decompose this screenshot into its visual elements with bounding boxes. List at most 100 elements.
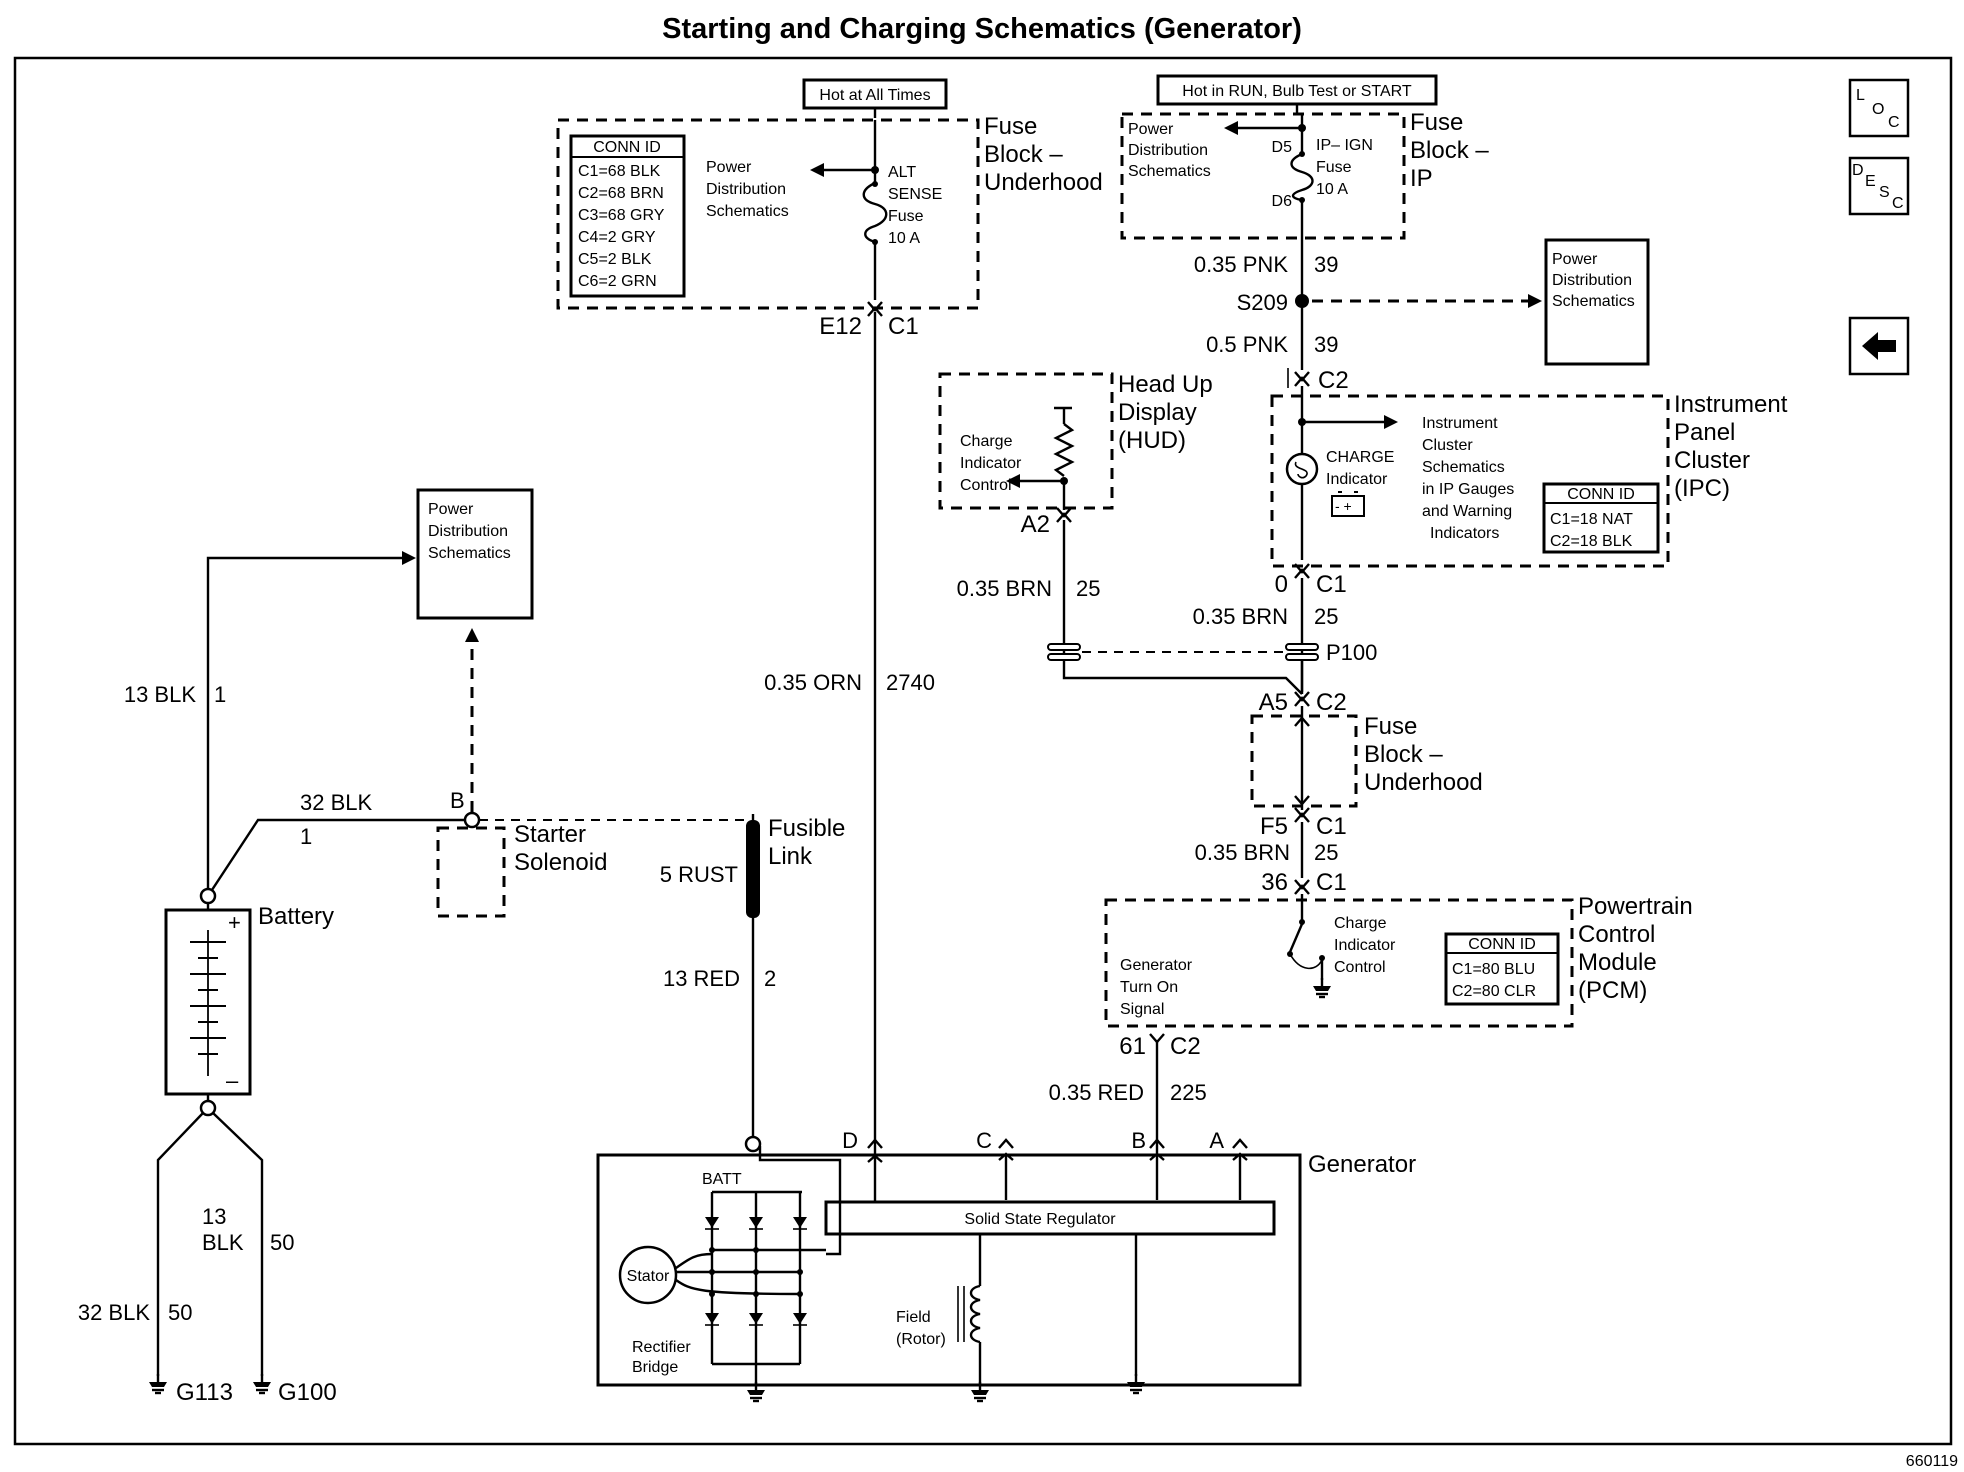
svg-text:C6=2 GRN: C6=2 GRN bbox=[578, 273, 657, 290]
battery-body: + – bbox=[164, 908, 252, 1096]
svg-text:D: D bbox=[1852, 162, 1864, 179]
svg-text:5 RUST: 5 RUST bbox=[660, 862, 738, 887]
head-up-display bbox=[938, 372, 1114, 510]
diagram-frame bbox=[13, 56, 1953, 1446]
loc-icon[interactable]: L O C bbox=[1848, 78, 1910, 138]
back-arrow-icon[interactable] bbox=[1848, 316, 1910, 376]
starter-solenoid bbox=[436, 826, 506, 918]
desc-icon[interactable]: D E S C bbox=[1848, 156, 1910, 216]
svg-text:C1=80 BLU: C1=80 BLU bbox=[1452, 961, 1535, 978]
svg-text:A2: A2 bbox=[1021, 511, 1050, 538]
svg-text:Fuse: Fuse bbox=[888, 208, 924, 225]
page-title: Starting and Charging Schematics (Genera… bbox=[662, 13, 1302, 45]
svg-text:Fuse: Fuse bbox=[1316, 159, 1352, 176]
svg-text:225: 225 bbox=[1170, 1080, 1207, 1105]
svg-text:Power: Power bbox=[1552, 251, 1598, 268]
svg-text:Solenoid: Solenoid bbox=[514, 849, 607, 876]
svg-text:Stator: Stator bbox=[627, 1268, 670, 1285]
svg-text:CONN ID: CONN ID bbox=[593, 139, 661, 156]
ipc-ref-text: Instrument Cluster Schematics in IP Gaug… bbox=[1422, 415, 1514, 542]
svg-text:Rectifier: Rectifier bbox=[632, 1339, 691, 1356]
ground-g100-icon bbox=[251, 1372, 273, 1395]
pin-c1-underhood: C1 bbox=[888, 313, 919, 340]
pds-box-battery: Power Distribution Schematics bbox=[416, 488, 534, 620]
svg-text:C: C bbox=[1888, 114, 1900, 131]
svg-text:B: B bbox=[450, 788, 465, 813]
svg-text:32 BLK: 32 BLK bbox=[300, 790, 372, 815]
p100-connector bbox=[1047, 643, 1319, 661]
ipc-name: Instrument Panel Cluster (IPC) bbox=[1674, 391, 1788, 502]
svg-text:Cluster: Cluster bbox=[1422, 437, 1473, 454]
field-rotor-icon bbox=[957, 1234, 982, 1384]
svg-text:Schematics: Schematics bbox=[1128, 163, 1211, 180]
svg-text:(PCM): (PCM) bbox=[1578, 977, 1647, 1004]
svg-text:D5: D5 bbox=[1272, 139, 1293, 156]
svg-text:Control: Control bbox=[960, 477, 1012, 494]
svg-text:50: 50 bbox=[270, 1230, 294, 1255]
svg-text:0.35 RED: 0.35 RED bbox=[1049, 1080, 1144, 1105]
hud-control-label: Charge Indicator Control bbox=[960, 433, 1022, 494]
fuse-block-underhood-name: Fuse Block – Underhood bbox=[984, 113, 1103, 196]
charge-indicator-bulb-icon bbox=[1285, 452, 1319, 486]
svg-text:Schematics: Schematics bbox=[706, 203, 789, 220]
svg-text:Signal: Signal bbox=[1120, 1001, 1164, 1018]
terminal-c: C bbox=[976, 1128, 1014, 1200]
ground-regulator-icon bbox=[1125, 1372, 1147, 1395]
svg-text:(Rotor): (Rotor) bbox=[896, 1331, 946, 1348]
svg-text:Schematics: Schematics bbox=[1552, 293, 1635, 310]
rectifier-bridge bbox=[704, 1190, 826, 1366]
svg-text:Turn On: Turn On bbox=[1120, 979, 1178, 996]
svg-text:Distribution: Distribution bbox=[1128, 142, 1208, 159]
pcm-signal-label: Generator Turn On Signal bbox=[1120, 957, 1193, 1018]
svg-text:C2=80 CLR: C2=80 CLR bbox=[1452, 983, 1536, 1000]
svg-text:Powertrain: Powertrain bbox=[1578, 893, 1693, 920]
terminal-a: A bbox=[1209, 1128, 1248, 1200]
battery-label: Battery bbox=[258, 903, 334, 930]
svg-text:BLK: BLK bbox=[202, 1230, 244, 1255]
svg-text:Module: Module bbox=[1578, 949, 1657, 976]
starter-solenoid-label: Starter Solenoid bbox=[514, 821, 607, 876]
pds-ref-underhood: Power Distribution Schematics bbox=[706, 159, 789, 220]
svg-text:IP: IP bbox=[1410, 165, 1433, 192]
conn-id-table-ipc: CONN ID C1=18 NAT C2=18 BLK bbox=[1542, 482, 1660, 554]
svg-text:in IP Gauges: in IP Gauges bbox=[1422, 481, 1514, 498]
svg-text:C2=68 BRN: C2=68 BRN bbox=[578, 185, 664, 202]
svg-text:C: C bbox=[1892, 195, 1904, 212]
svg-text:Block –: Block – bbox=[1410, 137, 1489, 164]
svg-text:0.35 ORN: 0.35 ORN bbox=[764, 670, 862, 695]
arrow-icon bbox=[1528, 294, 1542, 308]
svg-text:39: 39 bbox=[1314, 252, 1338, 277]
svg-text:13 BLK: 13 BLK bbox=[124, 682, 196, 707]
ip-ign-fuse-label: IP– IGN Fuse 10 A bbox=[1316, 137, 1373, 198]
ground-g113-icon bbox=[147, 1372, 169, 1395]
fuse-block-ip-name: Fuse Block – IP bbox=[1410, 109, 1489, 192]
splice-s209 bbox=[1295, 294, 1309, 308]
svg-text:G100: G100 bbox=[278, 1379, 337, 1406]
fuse-block-underhood2-name: Fuse Block – Underhood bbox=[1364, 713, 1483, 796]
svg-text:Panel: Panel bbox=[1674, 419, 1735, 446]
svg-text:C1=18 NAT: C1=18 NAT bbox=[1550, 511, 1633, 528]
svg-text:C2: C2 bbox=[1170, 1033, 1201, 1060]
svg-text:Bridge: Bridge bbox=[632, 1359, 678, 1376]
battery-symbol-icon: - + bbox=[1331, 491, 1365, 517]
svg-text:CONN ID: CONN ID bbox=[1468, 936, 1536, 953]
svg-text:2: 2 bbox=[764, 966, 776, 991]
svg-text:SENSE: SENSE bbox=[888, 186, 942, 203]
svg-text:C1: C1 bbox=[1316, 571, 1347, 598]
svg-text:C1=68 BLK: C1=68 BLK bbox=[578, 163, 661, 180]
svg-text:Fuse: Fuse bbox=[1410, 109, 1463, 136]
svg-text:S: S bbox=[1879, 184, 1890, 201]
field-label: Field (Rotor) bbox=[896, 1309, 946, 1348]
svg-text:Block –: Block – bbox=[1364, 741, 1443, 768]
svg-text:D: D bbox=[842, 1128, 858, 1153]
pds-box-ip: Power Distribution Schematics bbox=[1544, 238, 1650, 366]
svg-text:Instrument: Instrument bbox=[1674, 391, 1788, 418]
arrow-icon bbox=[465, 628, 479, 642]
svg-text:IP– IGN: IP– IGN bbox=[1316, 137, 1373, 154]
svg-text:C2=18 BLK: C2=18 BLK bbox=[1550, 533, 1633, 550]
conn-id-table-pcm: CONN ID C1=80 BLU C2=80 CLR bbox=[1444, 932, 1560, 1006]
svg-text:C1: C1 bbox=[1316, 813, 1347, 840]
pcm-name: Powertrain Control Module (PCM) bbox=[1578, 893, 1693, 1004]
svg-text:Cluster: Cluster bbox=[1674, 447, 1750, 474]
